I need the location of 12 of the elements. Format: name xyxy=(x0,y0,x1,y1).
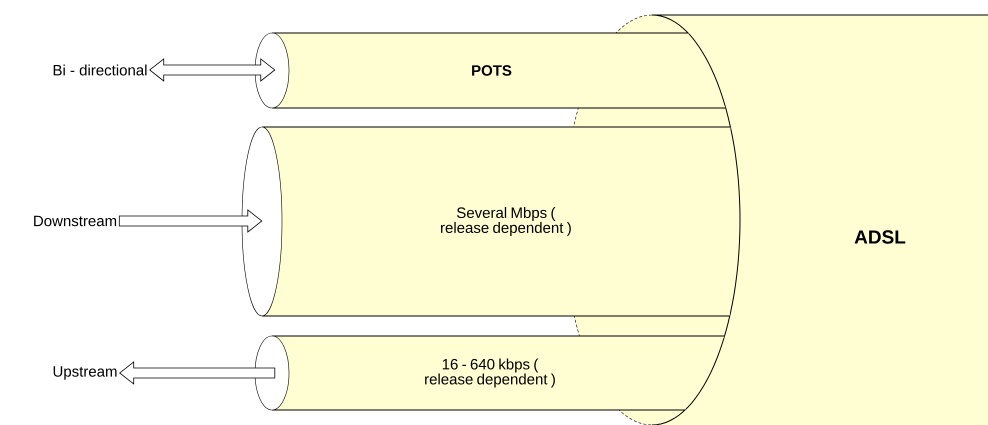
tube: POTS xyxy=(254,32,726,108)
node-label: ADSL xyxy=(854,230,906,244)
tube: Several Mbps ( release dependent ) xyxy=(242,126,731,316)
side-label: Bi - directional xyxy=(54,64,146,76)
block-arrow xyxy=(119,361,276,385)
side-label: Upstream xyxy=(54,366,117,380)
tube: 16 - 640 kbps ( release dependent ) xyxy=(254,336,726,410)
node-label: POTS xyxy=(472,65,512,76)
block-arrow xyxy=(149,58,276,82)
block-arrow xyxy=(118,209,262,233)
side-label: Downstream xyxy=(34,216,116,226)
node-label: 16 - 640 kbps ( release dependent ) xyxy=(425,358,555,388)
